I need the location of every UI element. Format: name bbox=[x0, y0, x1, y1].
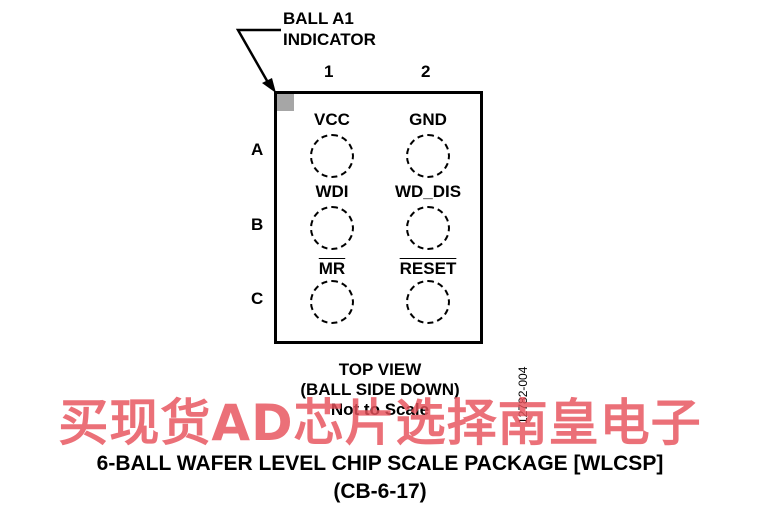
row-label-a: A bbox=[251, 140, 264, 159]
ball-c2 bbox=[406, 280, 450, 324]
watermark-text: 买现货AD芯片选择南皇电子 bbox=[58, 394, 702, 452]
pin-label-reset: RESET bbox=[399, 259, 457, 278]
package-name-line1: 6-BALL WAFER LEVEL CHIP SCALE PACKAGE [W… bbox=[96, 452, 664, 475]
pin-label-vcc: VCC bbox=[314, 110, 350, 129]
caption-line2: (BALL SIDE DOWN) bbox=[300, 380, 460, 399]
caption-line3: Not to Scale bbox=[330, 400, 430, 419]
ball-a1 bbox=[310, 134, 354, 178]
leader-line bbox=[235, 28, 281, 87]
ball-a2 bbox=[406, 134, 450, 178]
column-label-2: 2 bbox=[421, 62, 431, 81]
leader-arrowhead bbox=[262, 78, 276, 93]
ball-a1-marker bbox=[277, 94, 294, 111]
ball-c1 bbox=[310, 280, 354, 324]
ball-b2 bbox=[406, 206, 450, 250]
indicator-line1: BALL A1 bbox=[283, 9, 354, 28]
row-label-c: C bbox=[251, 289, 264, 308]
pin-label-gnd: GND bbox=[409, 110, 447, 129]
view-caption: TOP VIEW (BALL SIDE DOWN) Not to Scale bbox=[230, 360, 530, 420]
column-label-1: 1 bbox=[324, 62, 334, 81]
ball-b1 bbox=[310, 206, 354, 250]
pin-label-mr: MR bbox=[318, 259, 346, 278]
indicator-line2: INDICATOR bbox=[283, 30, 376, 49]
pin-label-wd-dis: WD_DIS bbox=[394, 182, 462, 201]
package-name-line2: (CB-6-17) bbox=[333, 480, 427, 503]
package-outline: VCC GND WDI WD_DIS MR RESET bbox=[274, 91, 483, 344]
caption-line1: TOP VIEW bbox=[338, 360, 422, 379]
ball-a1-indicator-label: BALL A1 INDICATOR bbox=[283, 8, 376, 50]
row-label-b: B bbox=[251, 215, 264, 234]
pin-label-wdi: WDI bbox=[315, 182, 349, 201]
